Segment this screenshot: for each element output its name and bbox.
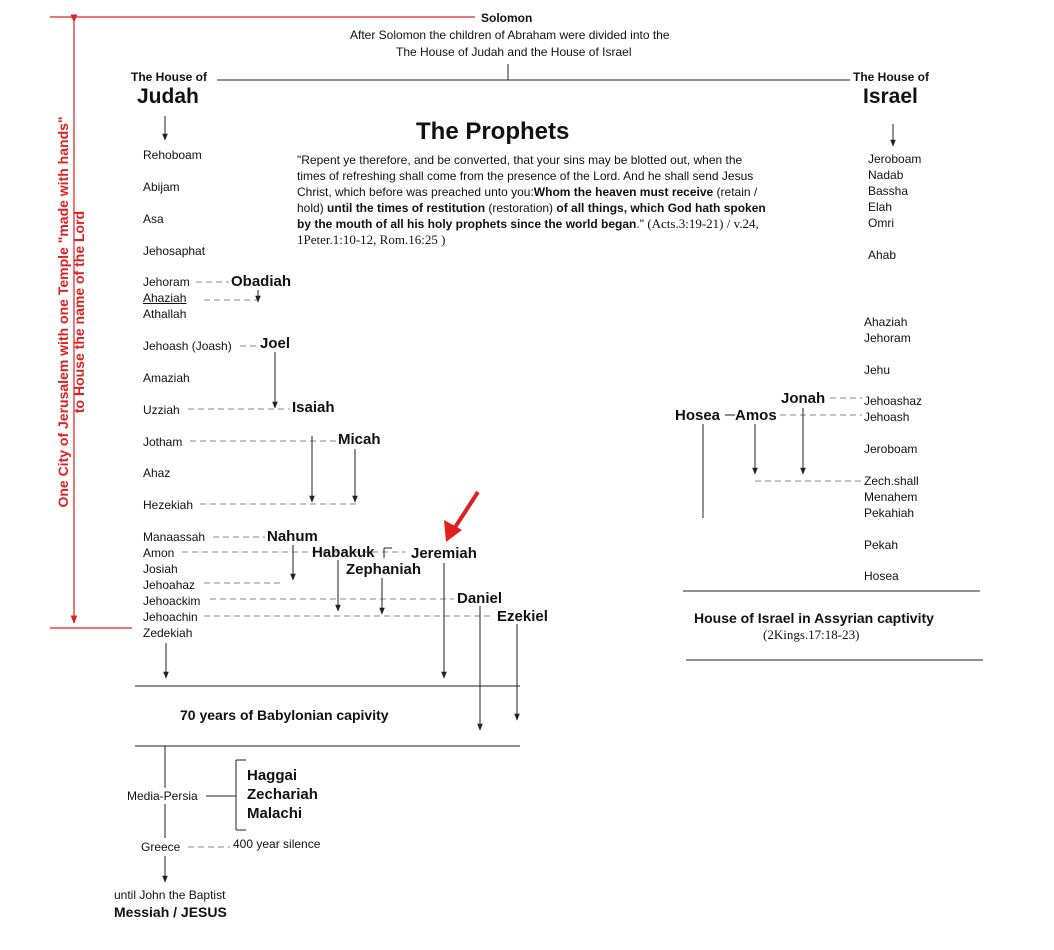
judah-king: Amon <box>143 546 175 560</box>
prophet-nahum: Nahum <box>267 528 318 545</box>
prophet-daniel: Daniel <box>457 590 503 607</box>
israel-king: Jehoash <box>864 410 910 424</box>
quote-reference: (Acts.3:19-21) / v.24, 1Peter.1:10-12, R… <box>297 216 759 247</box>
judah-king: Josiah <box>143 562 178 576</box>
judah-king: Jehosaphat <box>143 244 206 258</box>
israel-king: Bassha <box>868 184 909 198</box>
judah-king: Jehoackim <box>143 594 201 608</box>
israel-house-title: Israel <box>863 85 918 108</box>
israel-king: Jeroboam <box>864 442 918 456</box>
greece-label: Greece <box>141 840 181 854</box>
john-baptist-label: until John the Baptist <box>114 888 226 902</box>
messiah-label: Messiah / JESUS <box>114 904 227 920</box>
prophet-joel: Joel <box>260 335 291 352</box>
prophet-haggai: Haggai <box>247 767 298 784</box>
israel-king: Ahab <box>868 248 897 262</box>
prophet-isaiah: Isaiah <box>292 399 335 416</box>
prophet-ezekiel: Ezekiel <box>497 608 548 625</box>
quote-part-6: of all things, which God hath spoken by … <box>297 201 766 231</box>
israel-king: Hosea <box>864 569 899 583</box>
quote-part-3: (retain / hold) <box>297 185 758 215</box>
jerusalem-temple-label: One City of Jerusalem with one Temple "m… <box>55 116 87 507</box>
babylonian-captivity-label: 70 years of Babylonian capivity <box>180 707 389 723</box>
judah-king: Jehoash (Joash) <box>143 339 232 353</box>
prophet-obadiah: Obadiah <box>231 273 292 290</box>
prophet-habakuk: Habakuk <box>312 544 375 561</box>
israel-king: Jehoram <box>864 331 911 345</box>
prophet-malachi: Malachi <box>247 805 303 822</box>
prophet-jeremiah: Jeremiah <box>411 545 477 562</box>
judah-king: Jehoram <box>143 275 190 289</box>
judah-king: Jehoahaz <box>143 578 196 592</box>
judah-king: Rehoboam <box>143 148 202 162</box>
israel-king: Nadab <box>868 168 904 182</box>
scripture-quote: "Repent ye therefore, and be converted, … <box>297 152 767 248</box>
assyrian-captivity-ref: (2Kings.17:18-23) <box>763 627 860 642</box>
israel-king: Pekah <box>864 538 899 552</box>
israel-king: Elah <box>868 200 893 214</box>
judah-king: Manaassah <box>143 530 206 544</box>
israel-king: Omri <box>868 216 894 230</box>
quote-part-1: "Repent ye therefore, and be converted, … <box>297 153 754 199</box>
judah-house-title: Judah <box>137 85 199 108</box>
quote-part-7: ." <box>636 217 648 231</box>
judah-king: Ahaz <box>143 466 171 480</box>
israel-king: Jehu <box>864 363 891 377</box>
jerusalem-temple-label-line-1: One City of Jerusalem with one Temple "m… <box>55 116 71 508</box>
judah-king: Abijam <box>143 180 180 194</box>
quote-part-4: until the times of restitution <box>327 201 486 215</box>
israel-king: Jehoashaz <box>864 394 923 408</box>
judah-king: Uzziah <box>143 403 180 417</box>
judah-king: Athallah <box>143 307 187 321</box>
israel-house-small: The House of <box>853 70 930 84</box>
judah-king: Jotham <box>143 435 183 449</box>
judah-king: Jehoachin <box>143 610 198 624</box>
judah-king: Ahaziah <box>143 291 187 305</box>
prophet-jonah: Jonah <box>781 390 826 407</box>
prophet-micah: Micah <box>338 431 381 448</box>
jerusalem-temple-label-line-2: to House the name of the Lord <box>71 210 87 414</box>
israel-king: Pekahiah <box>864 506 915 520</box>
israel-king: Ahaziah <box>864 315 908 329</box>
israel-king: Zech.shall <box>864 474 919 488</box>
quote-part-5: (restoration) <box>485 201 557 215</box>
silence-label: 400 year silence <box>233 837 321 851</box>
judah-king: Zedekiah <box>143 626 193 640</box>
israel-king: Menahem <box>864 490 918 504</box>
judah-king: Hezekiah <box>143 498 194 512</box>
header-line-2: The House of Judah and the House of Isra… <box>396 45 632 59</box>
prophets-title: The Prophets <box>416 118 570 145</box>
judah-house-small: The House of <box>131 70 208 84</box>
assyrian-captivity-title: House of Israel in Assyrian captivity <box>694 610 934 626</box>
judah-king: Asa <box>143 212 164 226</box>
quote-part-2: Whom the heaven must receive <box>533 185 714 199</box>
israel-king: Jeroboam <box>868 152 922 166</box>
solomon-label: Solomon <box>481 11 533 25</box>
header-line-1: After Solomon the children of Abraham we… <box>350 28 670 42</box>
prophet-zephaniah: Zephaniah <box>346 561 422 578</box>
media-persia-label: Media-Persia <box>127 789 198 803</box>
judah-king: Amaziah <box>143 371 190 385</box>
prophet-amos: Amos <box>735 407 777 424</box>
prophet-hosea: Hosea <box>675 407 721 424</box>
prophet-zechariah: Zechariah <box>247 786 318 803</box>
